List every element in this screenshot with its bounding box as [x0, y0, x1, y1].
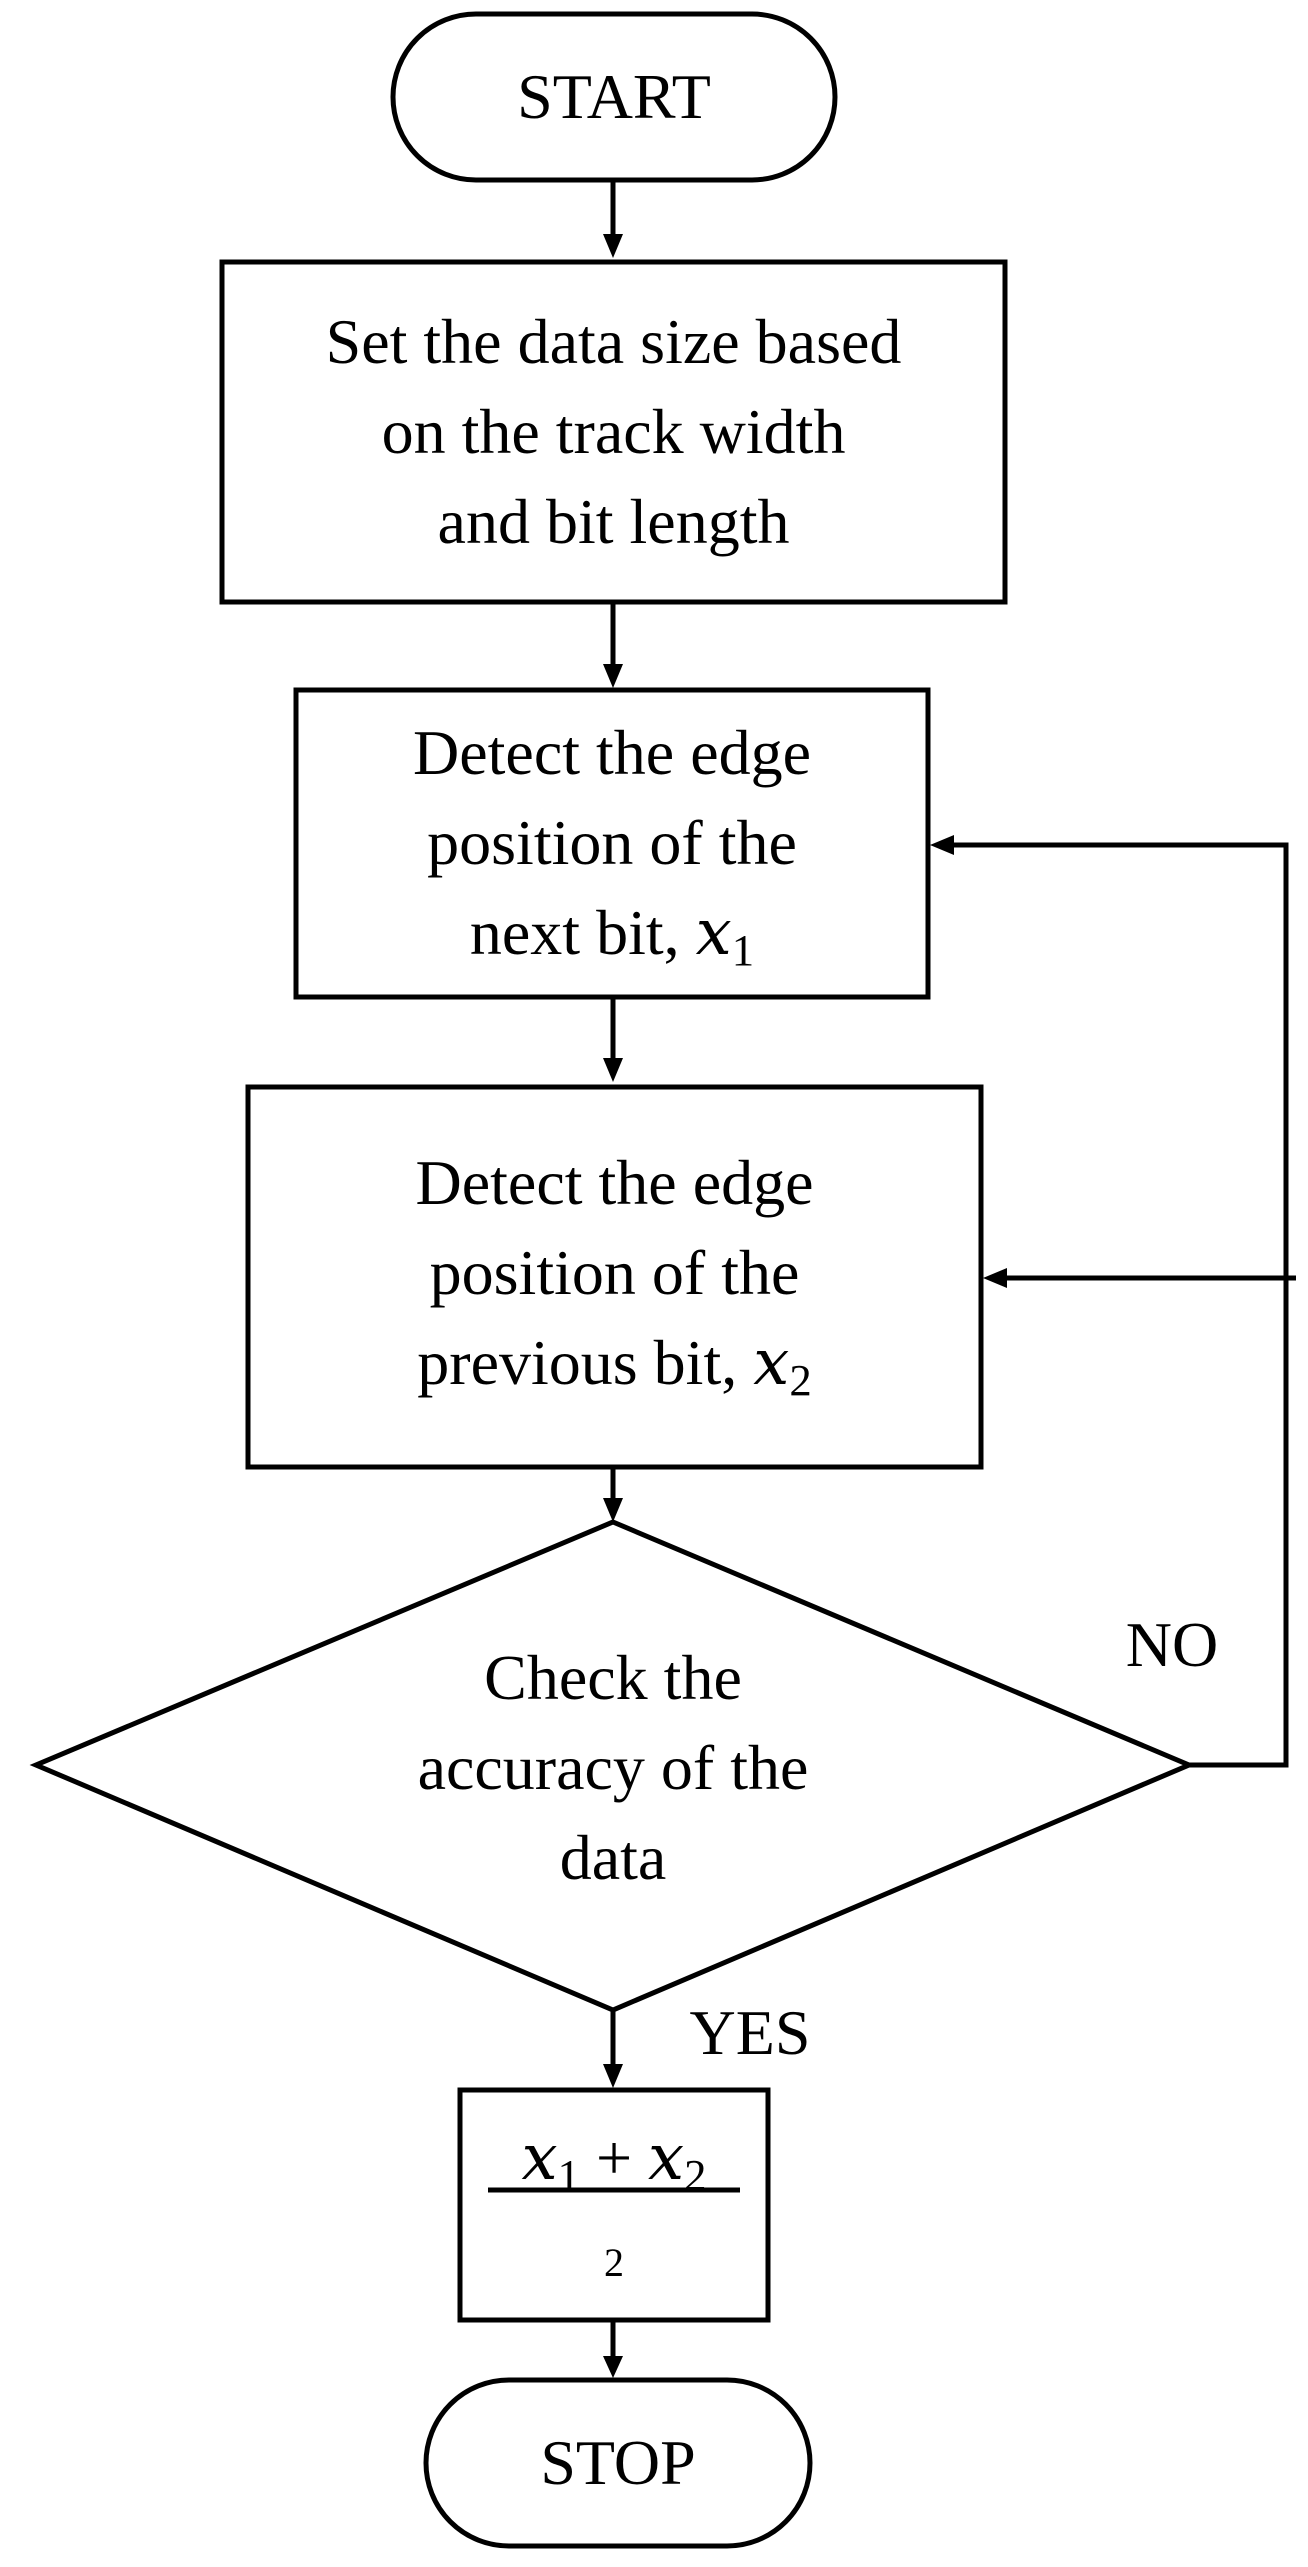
- yes-label: YES: [660, 1988, 840, 2078]
- detect-prev-label: Detect the edge position of the previous…: [248, 1138, 981, 1425]
- arrowhead-set-size: [603, 234, 623, 258]
- detect-prev-prefix: previous bit,: [417, 1327, 754, 1398]
- formula-var-1: x: [521, 2121, 558, 2195]
- start-text: START: [517, 61, 711, 132]
- arrowhead-detect-prev: [603, 1058, 623, 1082]
- detect-prev-line-2: position of the: [429, 1237, 800, 1308]
- arrowhead-formula: [603, 2064, 623, 2088]
- detect-prev-line-3: previous bit, x2: [248, 1318, 981, 1425]
- set-size-line-2: on the track width: [381, 396, 846, 467]
- formula-denominator: 2: [604, 2240, 624, 2285]
- detect-next-variable: x: [695, 896, 732, 970]
- arrowhead-decision: [603, 1498, 623, 1522]
- check-line-1: Check the: [484, 1642, 742, 1713]
- formula-numerator: x1 + x2: [460, 2118, 768, 2215]
- set-size-box: [219, 259, 1008, 605]
- detect-next-subscript: 1: [731, 925, 755, 976]
- yes-text: YES: [689, 1997, 811, 2068]
- set-size-line-1: Set the data size based: [325, 306, 902, 377]
- detect-next-line-3: next bit, x1: [296, 888, 928, 995]
- stop-terminal: [423, 2377, 813, 2549]
- detect-prev-subscript: 2: [789, 1355, 812, 1406]
- formula-operator: +: [579, 2122, 649, 2193]
- no-text: NO: [1125, 1609, 1219, 1680]
- no-label: NO: [1102, 1600, 1242, 1690]
- set-size-line-3: and bit length: [437, 486, 790, 557]
- arrowhead-stop: [603, 2356, 623, 2378]
- formula-sub-2: 2: [684, 2150, 707, 2201]
- set-size-label: Set the data size based on the track wid…: [222, 297, 1005, 567]
- check-label: Check the accuracy of the data: [313, 1633, 913, 1903]
- arrowhead-detect-next: [603, 664, 623, 688]
- formula: x1 + x2 2: [460, 2090, 768, 2320]
- arrowhead-loop-detect-next: [930, 835, 954, 855]
- detect-prev-line-1: Detect the edge: [415, 1147, 814, 1218]
- formula-sub-1: 1: [557, 2150, 580, 2201]
- start-label: START: [393, 52, 835, 142]
- check-line-3: data: [559, 1822, 667, 1893]
- stop-label: STOP: [426, 2418, 810, 2508]
- detect-next-line-1: Detect the edge: [413, 717, 811, 788]
- check-line-2: accuracy of the: [417, 1732, 809, 1803]
- arrowhead-side-detect-prev: [983, 1268, 1007, 1288]
- formula-var-2: x: [648, 2121, 685, 2195]
- detect-next-prefix: next bit,: [469, 897, 696, 968]
- detect-next-box: [293, 687, 931, 1000]
- detect-prev-variable: x: [753, 1326, 790, 1400]
- detect-next-label: Detect the edge position of the next bit…: [296, 708, 928, 995]
- detect-next-line-2: position of the: [427, 807, 797, 878]
- connector-no-loop: [946, 842, 1289, 1768]
- stop-text: STOP: [540, 2427, 696, 2498]
- formula-box: [457, 2087, 771, 2323]
